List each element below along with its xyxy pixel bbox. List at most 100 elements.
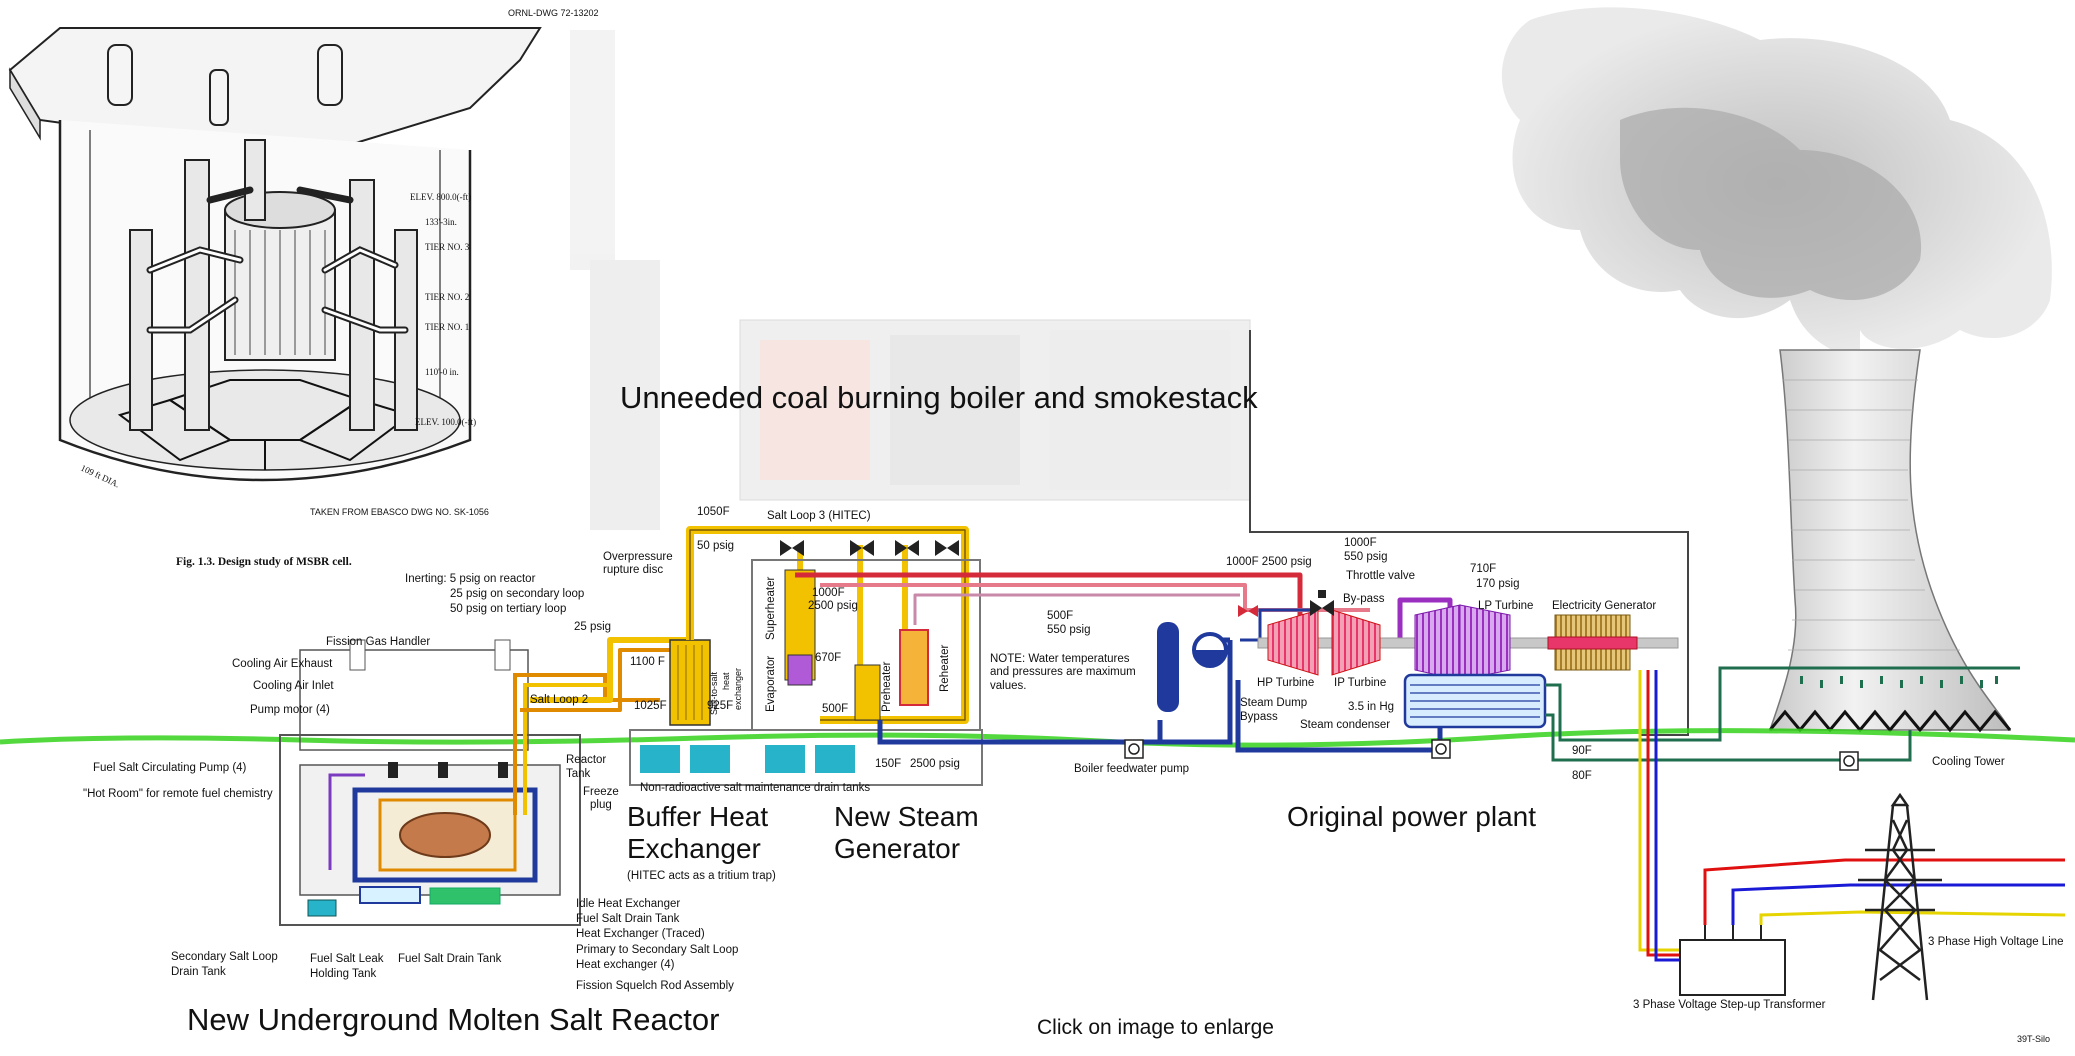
label: LP Turbine [1478,600,1533,612]
label: heat [721,672,731,690]
label: Evaporator [765,656,777,712]
loop3-valves[interactable] [780,540,959,556]
generator-leads [1638,670,1680,962]
label: Steam Dump [1240,697,1307,709]
label: Salt Loop 2 [530,694,588,706]
label: Salt Loop 3 (HITEC) [767,510,871,522]
pump-motors [107,44,343,126]
dwg-number: ORNL-DWG 72-13202 [508,8,599,18]
label: 1000F [1344,537,1377,549]
label: Cooling Air Inlet [253,680,334,692]
label: 1025F [634,700,667,712]
label: Superheater [765,577,777,640]
salt-hx[interactable] [669,639,711,726]
label: Tank [566,768,591,780]
feedwater-tank[interactable] [1157,622,1179,712]
figure-caption: Fig. 1.3. Design study of MSBR cell. [176,556,352,568]
ip-turbine[interactable] [1331,609,1381,676]
elev-label: 133'-3in. [425,217,457,227]
label: Non-radioactive salt maintenance drain t… [640,782,870,794]
label: Drain Tank [171,966,226,978]
label: Reheater [939,645,951,692]
label: exchanger [733,668,743,710]
hp-turbine[interactable] [1267,609,1319,676]
diameter-label: 109 ft DIA. [79,463,121,490]
steam-condenser[interactable] [1403,673,1547,729]
label: "Hot Room" for remote fuel chemistry [83,788,273,800]
label: 500F [822,703,848,715]
condensate-pump[interactable] [1431,739,1451,759]
cooling-pump[interactable] [1839,751,1859,771]
credit-label: 39T-Silo [2017,1034,2050,1044]
label: 170 psig [1476,578,1519,590]
label: 1000F [812,587,845,599]
label: values. [990,680,1026,692]
label: 90F [1572,745,1592,757]
coal-boiler-ghost [570,30,1251,530]
steam-gen-heading-2: Generator [834,833,960,864]
throttle-valve[interactable] [1310,590,1334,616]
buffer-heading-1: Buffer Heat [627,801,768,832]
label: Heat exchanger (4) [576,959,675,971]
label: Idle Heat Exchanger [576,898,680,910]
label: Inerting: 5 psig on reactor [405,573,536,585]
headings: New Underground Molten Salt Reactor Buff… [187,801,1536,1037]
elev-label: TIER NO. 1 [425,322,469,332]
elev-label: ELEV. 800.0(-ft) [410,192,471,202]
label: Throttle valve [1346,570,1415,582]
label: Overpressure [603,551,673,563]
label: 3.5 in Hg [1348,701,1394,713]
label: 670F [815,652,841,664]
label: 3 Phase High Voltage Line [1928,936,2064,948]
piping-highlight [148,248,407,332]
step-up-transformer[interactable] [1679,925,1786,996]
plant-heading: Original power plant [1287,801,1536,832]
label: Electricity Generator [1552,600,1656,612]
elev-label: TIER NO. 2 [425,292,469,302]
elev-label: TIER NO. 3 [425,242,470,252]
label: 1100 F [630,656,665,668]
label: NOTE: Water temperatures [990,653,1130,665]
label: 550 psig [1344,551,1387,563]
electricity-generator[interactable] [1547,614,1638,671]
loop-labels: 1050F 50 psig Salt Loop 3 (HITEC) Overpr… [530,506,960,794]
label: Secondary Salt Loop [171,951,278,963]
steam-gen-heading-1: New Steam [834,801,979,832]
reactor-core [399,812,491,858]
label: Fission Squelch Rod Assembly [576,980,734,992]
label: 550 psig [1047,624,1090,636]
boiler-feedwater-pump[interactable] [1124,739,1144,759]
label: Primary to Secondary Salt Loop [576,944,738,956]
reactor-building[interactable] [279,639,660,926]
cooling-tower[interactable] [1768,349,2012,733]
label: 2500 psig [910,758,960,770]
label: Steam condenser [1300,719,1390,731]
label: and pressures are maximum [990,666,1136,678]
lp-turbine[interactable] [1414,604,1511,681]
label: Heat Exchanger (Traced) [576,928,705,940]
msbr-cell-figure: ORNL-DWG 72-13202 [8,8,599,568]
label: Pump motor (4) [250,704,330,716]
label: 25 psig on secondary loop [450,588,584,600]
slab-edge [9,67,41,141]
deaerator[interactable] [1192,632,1228,668]
reactor-labels: Inerting: 5 psig on reactor 25 psig on s… [83,573,738,992]
vessel-hatching [234,230,326,355]
label: Bypass [1240,711,1278,723]
label: 25 psig [574,621,611,633]
label: Fuel Salt Circulating Pump (4) [93,762,247,774]
label: Fuel Salt Drain Tank [398,953,502,965]
label: Boiler feedwater pump [1074,763,1189,775]
maintenance-drain-tanks[interactable] [629,729,983,786]
label: rupture disc [603,564,663,576]
label: 1000F 2500 psig [1226,556,1312,568]
label: HP Turbine [1257,677,1314,689]
label: IP Turbine [1334,677,1386,689]
condenser-tubes [1410,684,1540,718]
transmission-tower[interactable] [1858,792,1942,1001]
label: 500F [1047,610,1073,622]
bypass-valve[interactable] [1238,605,1258,617]
click-to-enlarge-link[interactable]: Click on image to enlarge [1037,1016,1274,1039]
label: Cooling Air Exhaust [232,658,333,670]
